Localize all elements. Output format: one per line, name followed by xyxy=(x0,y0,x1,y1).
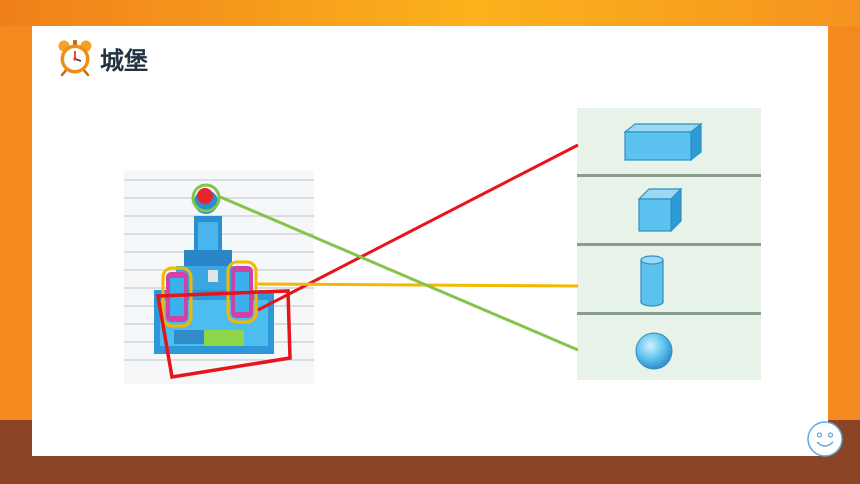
title-bar: 城堡 xyxy=(56,36,148,80)
cuboid-icon xyxy=(623,122,703,162)
smiley-icon[interactable] xyxy=(806,420,844,458)
shape-cell-cylinder xyxy=(577,246,761,312)
shape-divider xyxy=(577,243,761,246)
alarm-clock-icon xyxy=(58,40,92,77)
slide-card: 城堡 xyxy=(32,26,843,457)
shape-divider xyxy=(577,174,761,177)
shape-cell-cuboid xyxy=(577,108,761,174)
top-orange-band xyxy=(0,0,860,26)
cylinder-icon xyxy=(640,255,664,307)
shape-cell-sphere xyxy=(577,315,761,380)
shape-divider xyxy=(577,312,761,315)
toy-castle-photo xyxy=(124,170,314,384)
cube-icon xyxy=(637,187,683,233)
shape-panel xyxy=(577,108,761,380)
slide-title: 城堡 xyxy=(100,46,148,75)
shape-cell-cube xyxy=(577,177,761,243)
sphere-icon xyxy=(635,332,673,370)
